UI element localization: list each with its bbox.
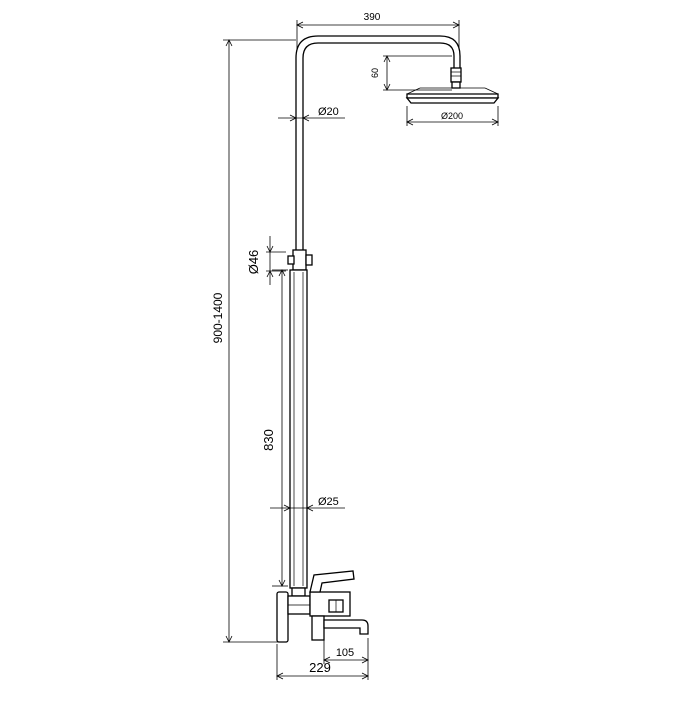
shower-head-assembly bbox=[405, 67, 500, 104]
bath-spout bbox=[323, 619, 369, 635]
dimension-head-diameter: Ø200 bbox=[406, 106, 499, 126]
dimension-lower-pipe-diameter: Ø25 bbox=[270, 496, 345, 512]
dimension-holder-diameter: Ø46 bbox=[246, 236, 286, 285]
slider-holder bbox=[287, 249, 313, 271]
dimension-label-60: 60 bbox=[370, 68, 380, 78]
dimension-label-lower-pipe: Ø25 bbox=[318, 496, 339, 508]
dimension-total-height: 900-1400 bbox=[211, 39, 296, 643]
dimension-label-390: 390 bbox=[364, 12, 381, 23]
dimension-label-830: 830 bbox=[261, 429, 276, 451]
dimension-mixer-depth: 229 bbox=[276, 644, 369, 680]
dimension-label-105: 105 bbox=[336, 647, 354, 659]
sliding-bar bbox=[289, 269, 308, 589]
dimension-label-229: 229 bbox=[309, 660, 331, 675]
dimension-upper-pipe-diameter: Ø20 bbox=[278, 106, 345, 122]
dimension-head-arm-width: 390 bbox=[296, 12, 460, 58]
dimension-spout-length: 105 bbox=[323, 630, 369, 664]
mixer-lever bbox=[309, 570, 355, 593]
dimension-label-total-height: 900-1400 bbox=[211, 292, 225, 343]
dimension-head-drop: 60 bbox=[370, 55, 452, 91]
mixer-valve bbox=[276, 570, 369, 643]
dimension-lower-pipe-height: 830 bbox=[261, 269, 288, 587]
dimension-label-holder: Ø46 bbox=[246, 250, 261, 275]
dimension-label-upper-pipe: Ø20 bbox=[318, 106, 339, 118]
dimension-label-head-diameter: Ø200 bbox=[441, 111, 463, 121]
